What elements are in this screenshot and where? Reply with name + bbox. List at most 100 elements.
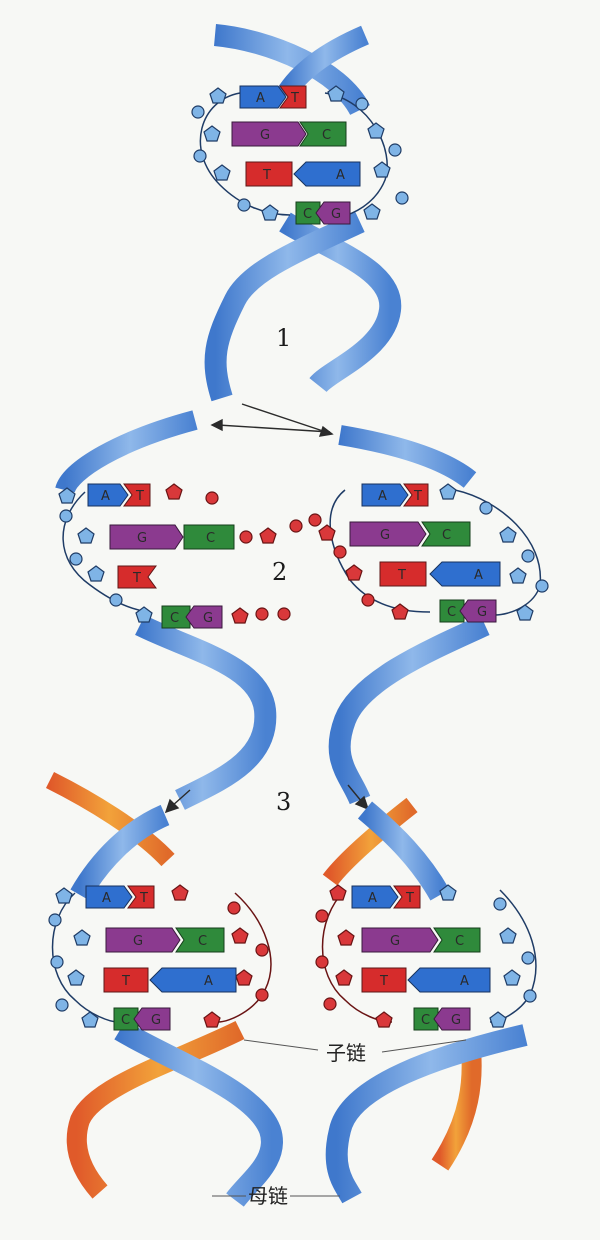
parent-strand-label: 母链: [248, 1184, 288, 1208]
red-phosphate-circle: [239, 530, 253, 544]
phosphate-circle: [479, 501, 493, 515]
pentagon-nucleotide: [373, 161, 391, 178]
phosphate-circle: [237, 198, 251, 212]
base-letter: C: [442, 528, 451, 543]
parent-strand-ribbon: [204, 212, 365, 402]
phosphate-circle: [521, 951, 535, 965]
pentagon-nucleotide: [516, 604, 534, 621]
pentagon-nucleotide: [87, 565, 105, 582]
right-daughter-new-nucleotides: [315, 884, 393, 1028]
red-pentagon-nucleotide: [318, 524, 336, 541]
base-letter: T: [290, 91, 299, 106]
left-daughter-new-nucleotides: [171, 884, 269, 1028]
unwinding-arrows: [210, 403, 334, 437]
phosphate-circle: [69, 552, 83, 566]
arrowhead-left-daughter-icon: [164, 798, 180, 814]
daughter-strand-ribbon: [66, 1021, 245, 1199]
parent-strand-ribbon: [70, 804, 170, 901]
red-pentagon-nucleotide: [259, 527, 277, 544]
red-pentagon-nucleotide: [171, 884, 189, 901]
phosphate-circle: [59, 509, 73, 523]
left-arm-backbone: [62, 491, 151, 613]
parent-strand-ribbon: [114, 1020, 283, 1207]
pentagon-nucleotide: [503, 969, 521, 986]
pentagon-nucleotide: [55, 887, 73, 904]
left-arm-parent-nucleotides: [58, 487, 153, 623]
base-letter: T: [121, 974, 130, 989]
base-a: [149, 967, 237, 993]
base-a: [239, 85, 287, 109]
base-letter: G: [133, 934, 143, 949]
left-daughter-bases: A T G C T A C G: [85, 885, 237, 1031]
base-letter: A: [336, 168, 345, 183]
base-letter: C: [206, 531, 215, 546]
base-t: [245, 161, 293, 187]
base-letter: C: [303, 207, 312, 222]
red-phosphate-circle: [255, 943, 269, 957]
separation-arrows: [164, 784, 370, 814]
phosphate-circle: [535, 579, 549, 593]
base-g: [361, 927, 439, 953]
phosphate-circle: [523, 989, 537, 1003]
daughter-strand-ribbon: [45, 771, 175, 867]
base-letter: T: [139, 891, 148, 906]
label-leader-lines: [212, 1039, 467, 1197]
base-a: [361, 483, 409, 507]
red-pentagon-nucleotide: [231, 607, 249, 624]
base-letter: T: [397, 568, 406, 583]
base-a: [293, 161, 361, 187]
base-letter: A: [378, 489, 387, 504]
red-phosphate-circle: [255, 988, 269, 1002]
base-c: [439, 599, 465, 623]
red-phosphate-circle: [205, 491, 219, 505]
base-letter: A: [204, 974, 213, 989]
pentagon-nucleotide: [58, 487, 76, 504]
parent-strand-ribbon: [357, 801, 450, 901]
base-c: [161, 605, 191, 629]
base-letter: A: [102, 891, 111, 906]
arrow-to-right-daughter: [347, 784, 363, 803]
phosphate-circle: [55, 998, 69, 1012]
pentagon-nucleotide: [203, 125, 221, 142]
base-a: [351, 885, 399, 909]
arrowhead-left-icon: [210, 418, 223, 432]
red-pentagon-nucleotide: [165, 483, 183, 500]
red-pentagon-nucleotide: [345, 564, 363, 581]
base-t: [361, 967, 407, 993]
base-letter: G: [477, 605, 487, 620]
pentagon-nucleotide: [261, 204, 279, 221]
right-arm-bases: A T G C T A C G: [349, 483, 501, 623]
parent-nucleotides: [191, 85, 409, 221]
base-letter: A: [101, 489, 110, 504]
daughter-strand-ribbon: [322, 797, 418, 886]
parent-strand-ribbon: [338, 425, 477, 489]
red-phosphate-circle: [315, 909, 329, 923]
right-daughter-dna: A T G C T A C G: [315, 797, 537, 1204]
base-letter: G: [260, 128, 270, 143]
base-letter: C: [421, 1013, 430, 1028]
base-letter: C: [121, 1013, 130, 1028]
base-a: [407, 967, 491, 993]
pentagon-nucleotide: [439, 483, 457, 500]
base-c: [295, 201, 321, 225]
base-t: [123, 483, 151, 507]
parent-backbone-left: [199, 92, 291, 216]
arrowhead-right-icon: [318, 425, 334, 437]
phosphate-circle: [50, 955, 64, 969]
base-t: [127, 885, 155, 909]
phosphate-circle: [493, 897, 507, 911]
base-letter: A: [256, 91, 265, 106]
leader-line-daughter-right: [381, 1039, 467, 1053]
phosphate-circle: [193, 149, 207, 163]
right-arm-daughter-nucleotides: [308, 513, 409, 620]
base-letter: C: [198, 934, 207, 949]
base-letter: G: [390, 934, 400, 949]
red-pentagon-nucleotide: [337, 929, 355, 946]
base-t: [279, 85, 307, 109]
pentagon-nucleotide: [367, 122, 385, 139]
base-pair-t-a: T A: [245, 161, 361, 187]
pentagon-nucleotide: [499, 927, 517, 944]
red-phosphate-circle: [308, 513, 322, 527]
